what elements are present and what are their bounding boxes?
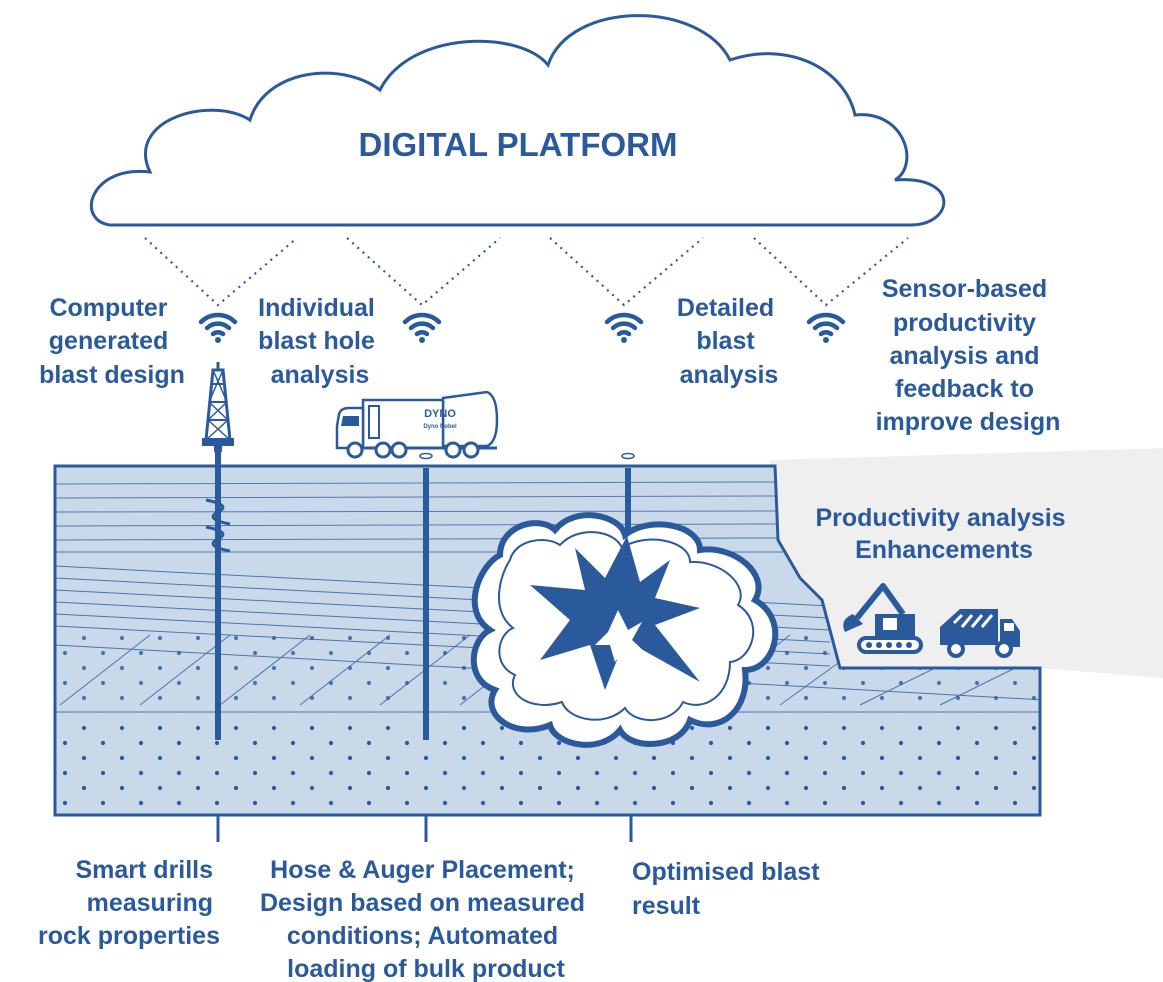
label-hose-auger: Hose & Auger Placement; Design based on … — [260, 856, 592, 982]
digital-platform-cloud: DIGITAL PLATFORM — [90, 14, 946, 227]
drill-rig-icon — [202, 362, 234, 452]
ground-outline — [53, 464, 1042, 817]
label-optimised-result: Optimised blast result — [632, 858, 827, 920]
bottom-connectors — [216, 815, 633, 842]
cloud-title: DIGITAL PLATFORM — [359, 126, 678, 163]
auger-spiral — [205, 498, 231, 553]
dump-truck-icon — [940, 609, 1020, 658]
hole-collars — [419, 452, 635, 460]
label-design: Computer generated blast design — [39, 294, 185, 389]
label-hole-analysis: Individual blast hole analysis — [258, 294, 382, 389]
signal-lines — [144, 237, 909, 307]
explosion-icon — [470, 512, 779, 748]
truck-brand: DYNO — [424, 408, 456, 420]
truck-icon: DYNO Dyno Nobel — [335, 390, 499, 459]
label-productivity: Productivity analysis Enhancements — [815, 504, 1072, 564]
label-smart-drills: Smart drills measuring rock properties — [38, 856, 220, 950]
wifi-icon — [806, 312, 846, 343]
truck-brand-sub: Dyno Nobel — [423, 424, 457, 430]
productivity-panel — [770, 448, 1163, 678]
wifi-icon — [402, 312, 442, 343]
wifi-icon — [604, 312, 644, 343]
wifi-icon — [198, 312, 238, 343]
label-sensor-analysis: Sensor-based productivity analysis and f… — [876, 275, 1061, 436]
excavator-icon — [843, 583, 923, 654]
label-blast-analysis: Detailed blast analysis — [677, 294, 781, 389]
